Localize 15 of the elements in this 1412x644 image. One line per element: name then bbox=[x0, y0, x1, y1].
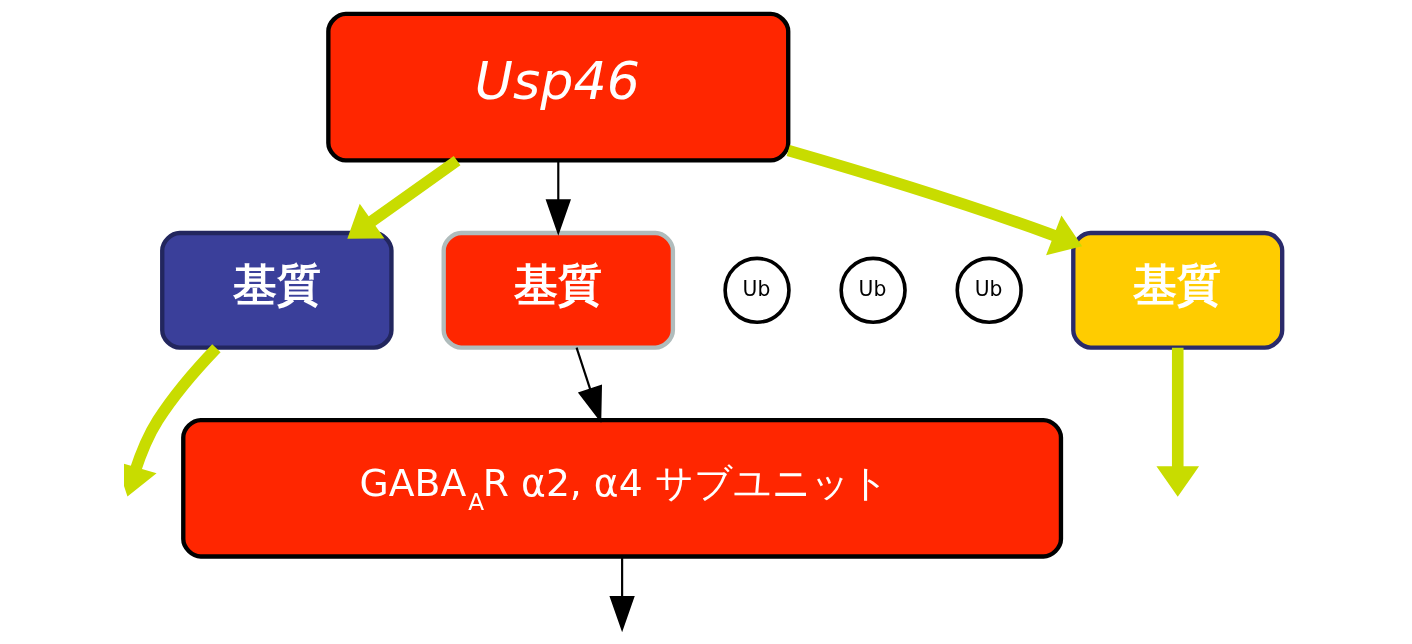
node-box: 基質 bbox=[441, 230, 676, 350]
node-circle: Ub bbox=[955, 256, 1023, 324]
arrow bbox=[124, 344, 221, 497]
arrow bbox=[609, 556, 635, 633]
node-box: GABA$_{A}$R α2, α4 サブユニット bbox=[181, 417, 1064, 559]
node-circle: Ub bbox=[839, 256, 907, 324]
arrow bbox=[575, 347, 603, 423]
arrow bbox=[1156, 347, 1200, 497]
node-circle: Ub bbox=[723, 256, 791, 324]
node-box: 基質 bbox=[160, 230, 394, 350]
node-box: Usp46 bbox=[326, 11, 791, 163]
arrow bbox=[786, 144, 1083, 256]
node-box: 基質 bbox=[1071, 230, 1285, 350]
arrow bbox=[347, 155, 461, 239]
arrow bbox=[545, 160, 571, 236]
